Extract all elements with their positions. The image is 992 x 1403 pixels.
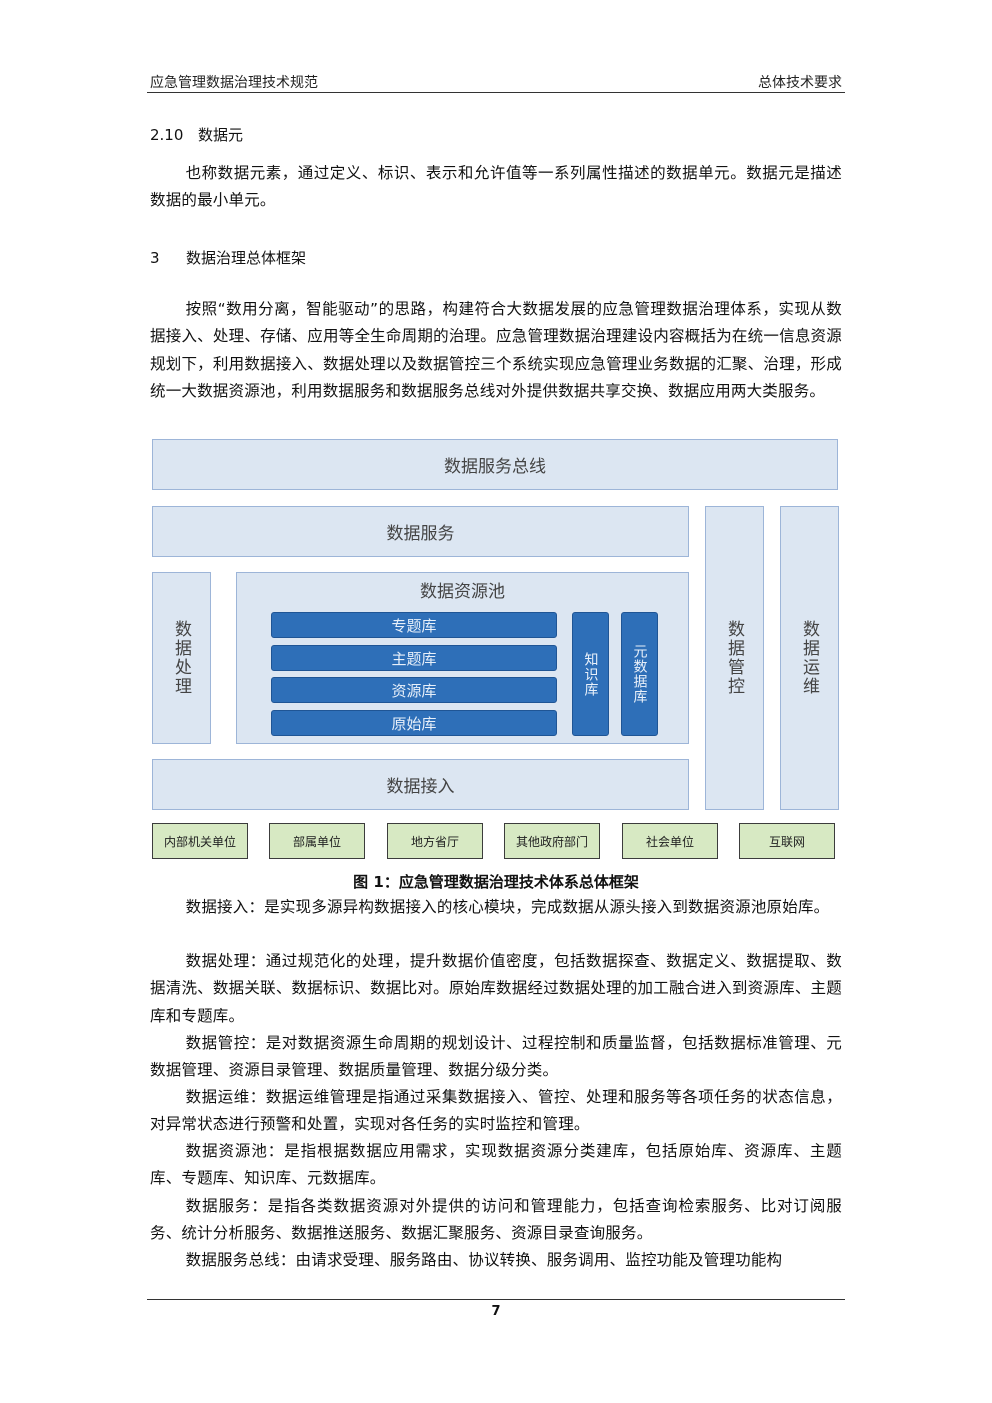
paragraph-data-control: 数据管控：是对数据资源生命周期的规划设计、过程控制和质量监督，包括数据标准管理、…: [150, 1034, 842, 1080]
resource-pool-box: 数据资源池 专题库 主题库 资源库 原始库 知识库 元数据库: [236, 572, 689, 744]
source-internal-units: 内部机关单位: [152, 823, 248, 859]
paragraph-service-bus: 数据服务总线：由请求受理、服务路由、协议转换、服务调用、监控功能及管理功能构: [185, 1251, 783, 1269]
knowledge-db: 知识库: [572, 612, 609, 736]
source-other-gov-depts: 其他政府部门: [504, 823, 600, 859]
source-social-units: 社会单位: [622, 823, 718, 859]
paragraph-data-ops: 数据运维：数据运维管理是指通过采集数据接入、管控、处理和服务等各项任务的状态信息…: [150, 1088, 842, 1134]
heading-3: 3 数据治理总体框架: [150, 247, 306, 268]
service-bus-box: 数据服务总线: [152, 439, 838, 490]
raw-db: 原始库: [271, 710, 557, 736]
heading-number: 2.10: [150, 126, 184, 144]
data-processing-box: 数据处理: [152, 572, 211, 744]
paragraph-data-processing: 数据处理：通过规范化的处理，提升数据价值密度，包括数据探查、数据定义、数据提取、…: [150, 952, 842, 1025]
source-internet: 互联网: [739, 823, 835, 859]
paragraph-data-element: 也称数据元素，通过定义、标识、表示和允许值等一系列属性描述的数据单元。数据元是描…: [150, 164, 842, 210]
header-doc-title: 应急管理数据治理技术规范: [150, 75, 318, 91]
data-control-box: 数据管控: [705, 506, 764, 810]
paragraph-resource-pool: 数据资源池：是指根据数据应用需求，实现数据资源分类建库，包括原始库、资源库、主题…: [150, 1142, 842, 1188]
header-section-title: 总体技术要求: [758, 75, 842, 91]
framework-diagram: 数据服务总线 数据服务 数据管控 数据运维 数据处理 数据资源池 专题库 主题库…: [150, 437, 842, 862]
data-access-box: 数据接入: [152, 759, 689, 810]
resource-pool-title: 数据资源池: [420, 582, 505, 602]
data-ops-box: 数据运维: [780, 506, 839, 810]
source-affiliated-units: 部属单位: [269, 823, 365, 859]
footer-divider: [147, 1299, 845, 1300]
paragraph-data-access: 数据接入：是实现多源异构数据接入的核心模块，完成数据从源头接入到数据资源池原始库…: [185, 898, 830, 916]
figure-caption: 图 1：应急管理数据治理技术体系总体框架: [353, 873, 639, 891]
heading-title: 数据治理总体框架: [186, 249, 307, 267]
data-service-box: 数据服务: [152, 506, 689, 557]
source-provincial-depts: 地方省厅: [387, 823, 483, 859]
heading-title: 数据元: [198, 126, 244, 144]
header-divider: [147, 92, 845, 93]
paragraph-data-service: 数据服务：是指各类数据资源对外提供的访问和管理能力，包括查询检索服务、比对订阅服…: [150, 1197, 842, 1243]
resource-db: 资源库: [271, 677, 557, 703]
heading-number: 3: [150, 249, 160, 267]
page-number: 7: [491, 1304, 501, 1319]
heading-2-10: 2.10 数据元: [150, 124, 243, 145]
paragraph-framework: 按照“数用分离，智能驱动”的思路，构建符合大数据发展的应急管理数据治理体系，实现…: [150, 300, 842, 400]
metadata-db: 元数据库: [621, 612, 658, 736]
topic-db: 专题库: [271, 612, 557, 638]
subject-db: 主题库: [271, 645, 557, 671]
